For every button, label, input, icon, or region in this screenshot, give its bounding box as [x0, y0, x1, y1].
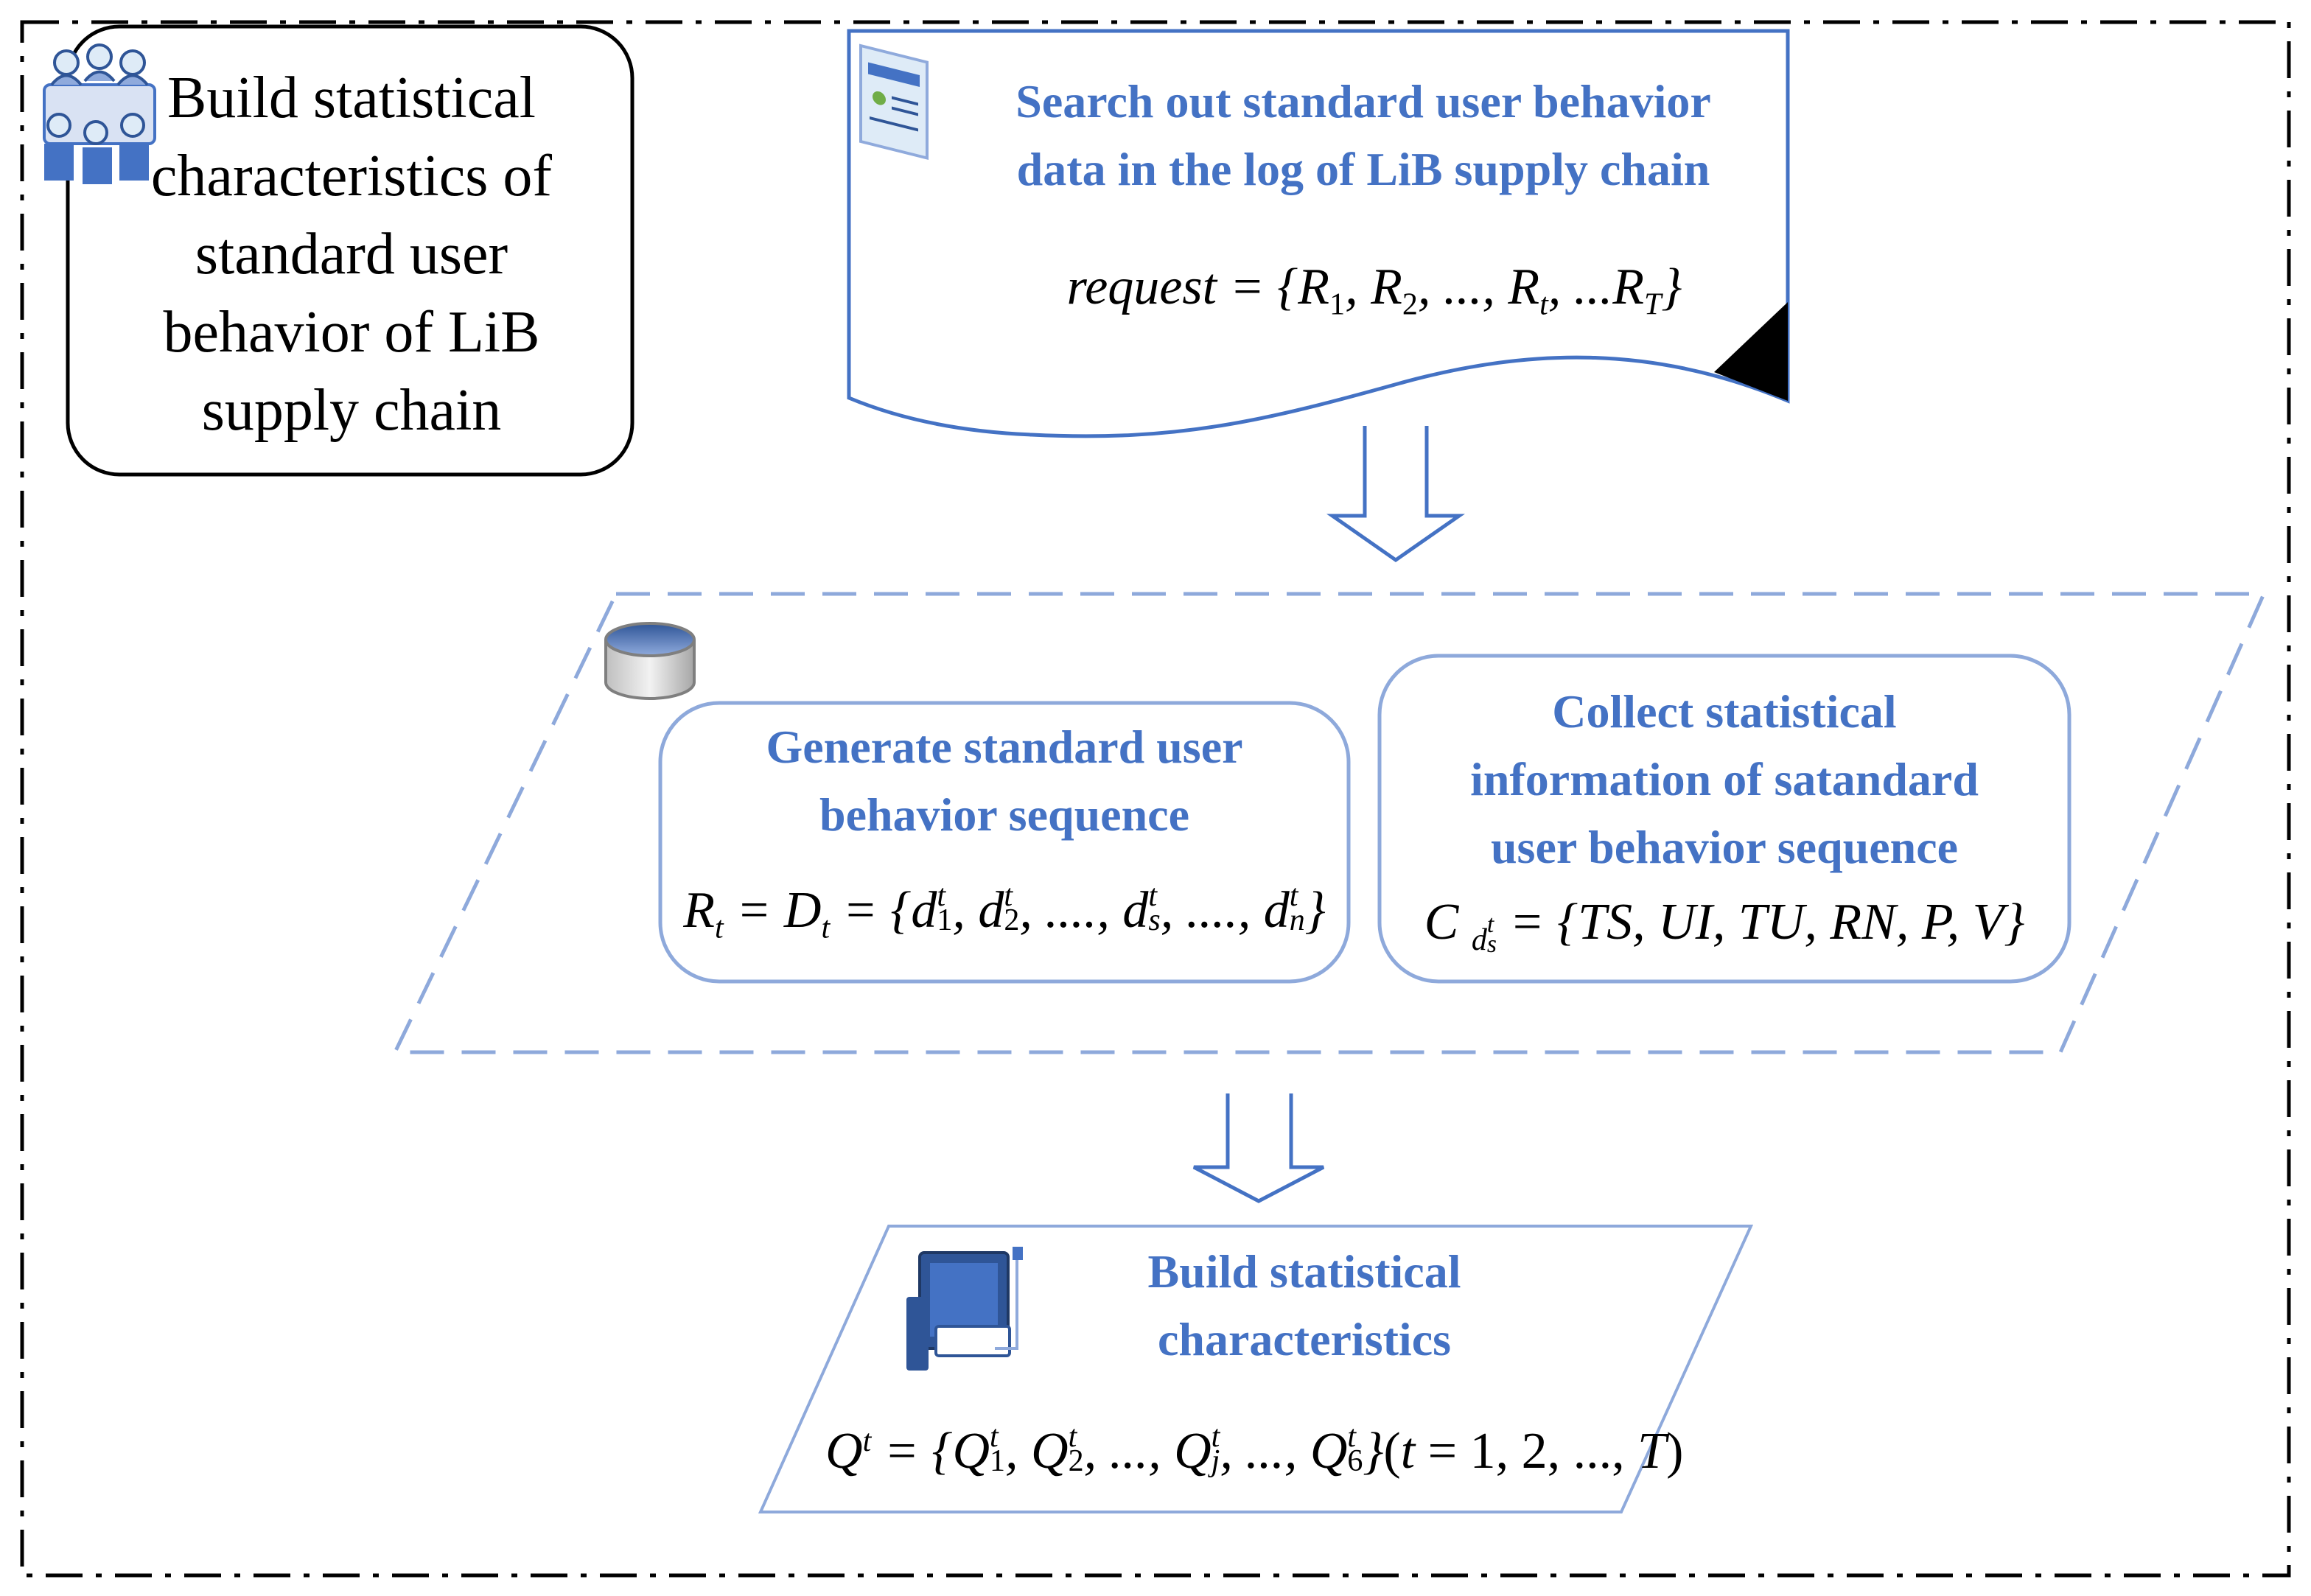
title-box [66, 24, 634, 477]
title-line: Build statistical [167, 66, 536, 130]
collect-statistics-box [1377, 654, 2071, 984]
search-step-line: data in the log of LiB supply chain [1016, 143, 1710, 195]
generate-sequence-text: Generate standard user behavior sequence [678, 713, 1331, 849]
document-corner-marker [1714, 302, 1788, 401]
characteristics-step-text: Build statistical characteristics [1046, 1238, 1562, 1373]
generate-line: behavior sequence [819, 788, 1189, 841]
search-step-text: Search out standard user behavior data i… [951, 68, 1776, 203]
search-document-shape [847, 29, 1790, 438]
title-line: behavior of LiB [163, 300, 540, 365]
generate-sequence-box [658, 701, 1351, 984]
down-arrow-2 [1192, 1093, 1325, 1203]
sequence-dashed-parallelogram [392, 592, 2267, 1054]
database-icon [604, 622, 696, 700]
down-arrow-1 [1326, 426, 1465, 563]
collect-line: user behavior sequence [1490, 821, 1959, 873]
title-box-text: Build statistical characteristics of sta… [97, 59, 606, 449]
collect-statistics-text: Collect statistical information of satan… [1394, 678, 2055, 881]
title-line: standard user [195, 222, 508, 287]
tablet-device-icon [906, 1247, 1023, 1371]
characteristics-line: Build statistical [1147, 1245, 1461, 1298]
search-step-line: Search out standard user behavior [1015, 75, 1711, 127]
browser-window-icon [859, 43, 929, 160]
characteristics-line: characteristics [1157, 1313, 1452, 1365]
meeting-people-icon [43, 43, 156, 184]
request-formula: request = {R1, R2, ..., Rt, ...RT} [1066, 259, 1682, 322]
title-line: supply chain [201, 378, 502, 443]
title-line: characteristics of [150, 144, 553, 209]
collect-line: information of satandard [1470, 753, 1979, 805]
generate-line: Generate standard user [766, 721, 1243, 773]
outer-frame [20, 20, 2291, 1578]
collect-line: Collect statistical [1552, 685, 1897, 738]
